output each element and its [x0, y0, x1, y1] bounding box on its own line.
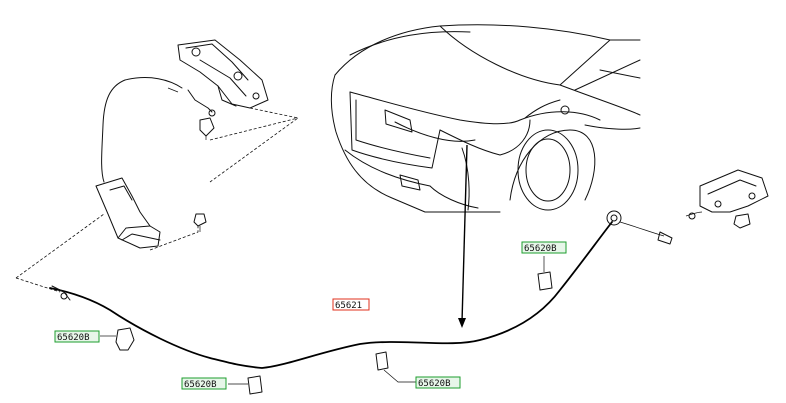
- hood-latch-right: [685, 169, 769, 229]
- callout-box: [332, 298, 370, 311]
- vehicle-front-illustration: [330, 24, 641, 213]
- clip-upper-right-part: [537, 256, 553, 291]
- callout-box: [181, 377, 227, 390]
- callout-code: 65620B: [184, 380, 217, 390]
- release-handle-assembly: [95, 177, 207, 249]
- clip-left-part: [100, 327, 135, 351]
- callout-main-cable: 65621: [332, 298, 370, 311]
- callout-code: 65620B: [418, 379, 451, 389]
- callout-clip-bottom-right: 65620B: [415, 376, 461, 389]
- dashed-guides: [15, 107, 299, 293]
- callout-code: 65620B: [524, 244, 557, 254]
- cable-end-right: [606, 210, 673, 245]
- callout-box: [521, 241, 567, 254]
- callout-clip-upper-right: 65620B: [521, 241, 567, 254]
- hood-lock-assembly: [177, 39, 269, 140]
- callout-box: [54, 330, 100, 343]
- callout-code: 65621: [335, 301, 362, 311]
- clip-bottom-right-part: [375, 351, 416, 383]
- location-arrow: [458, 144, 468, 328]
- callout-clip-bottom-left: 65620B: [181, 377, 227, 390]
- clip-bottom-left-part: [228, 375, 263, 395]
- lock-cable-upper: [101, 77, 183, 183]
- hood-release-cable: [49, 221, 613, 369]
- callout-clip-left: 65620B: [54, 330, 100, 343]
- callout-box: [415, 376, 461, 389]
- callout-code: 65620B: [57, 333, 90, 343]
